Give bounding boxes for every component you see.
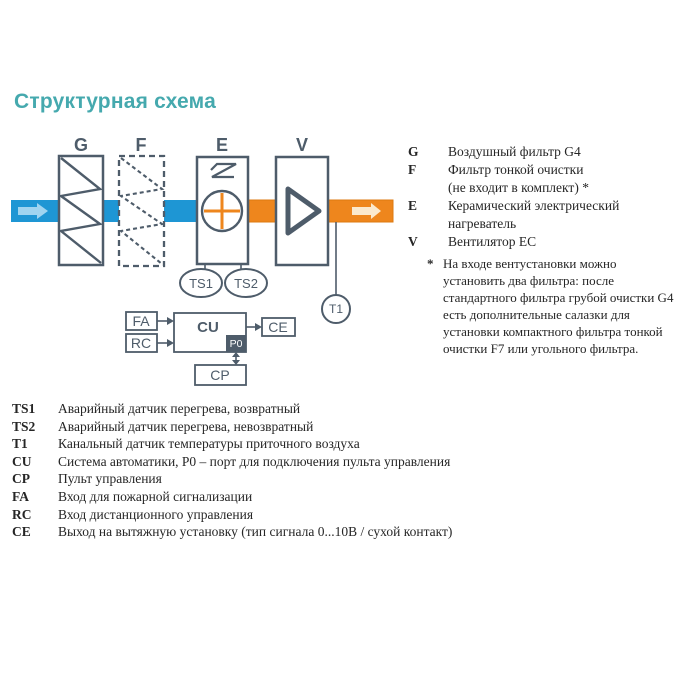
- page-title: Структурная схема: [14, 90, 216, 113]
- block-letter-e: E: [216, 135, 228, 155]
- p0-port-box: [226, 335, 246, 352]
- legend-desc: Система автоматики, P0 – порт для подклю…: [58, 453, 451, 469]
- rc-arrowhead-icon: [167, 339, 174, 347]
- footnote-text: На входе вентустановки можно установить …: [443, 256, 674, 356]
- legend-key: F: [408, 162, 417, 177]
- legend-text: Керамический электрический нагреватель: [448, 198, 620, 231]
- sensor-ts1-label: TS1: [189, 276, 213, 291]
- legend-row: T1 Канальный датчик температуры приточно…: [12, 435, 452, 453]
- sensor-ts2: [224, 268, 268, 298]
- sensor-t1-label: T1: [329, 302, 343, 316]
- sensor-ts1: [179, 268, 223, 298]
- legend-text: Вентилятор EC: [448, 234, 537, 249]
- cu-label: CU: [197, 319, 219, 336]
- legend-desc: Аварийный датчик перегрева, возвратный: [58, 401, 301, 416]
- sensor-t1: [321, 294, 351, 324]
- sensor-ts2-label: TS2: [234, 276, 258, 291]
- filter-f-block: [117, 154, 166, 268]
- abbreviation-legend: TS1 Аварийный датчик перегрева, возвратн…: [12, 400, 452, 541]
- legend-row: CE Выход на вытяжную установку (тип сигн…: [12, 523, 452, 541]
- block-letter-g: G: [74, 135, 88, 155]
- legend-desc: Вход дистанционного управления: [58, 506, 254, 522]
- legend-desc: Пульт управления: [58, 471, 162, 487]
- legend-key: E: [408, 198, 418, 213]
- cp-box: [194, 364, 247, 386]
- filter-g-zigzag-icon: [57, 157, 104, 264]
- legend-key: TS1: [12, 401, 36, 416]
- filter-f-zigzag-icon: [118, 157, 165, 265]
- legend-key: V: [408, 234, 418, 249]
- footnote: * На входе вентустановки можно установит…: [427, 255, 673, 357]
- legend-row: FA Вход для пожарной сигнализации: [12, 488, 452, 506]
- electric-heater-icon: [210, 162, 237, 179]
- legend-item-f: F Фильтр тонкой очистки (не входит в ком…: [408, 161, 619, 197]
- legend-row: RC Вход дистанционного управления: [12, 506, 452, 524]
- legend-text: Фильтр тонкой очистки (не входит в компл…: [448, 162, 589, 195]
- legend-key: G: [408, 144, 419, 159]
- structural-diagram: G F E V TS1 TS2 T1: [11, 135, 394, 386]
- legend-desc: Аварийный датчик перегрева, невозвратный: [58, 418, 314, 434]
- legend-desc: Выход на вытяжную установку (тип сигнала…: [58, 524, 453, 540]
- fa-arrowhead-icon: [167, 317, 174, 325]
- legend-row: TS1 Аварийный датчик перегрева, возвратн…: [12, 400, 452, 418]
- block-letter-v: V: [296, 135, 308, 155]
- footnote-marker: *: [427, 256, 434, 271]
- legend-key: TS2: [12, 418, 36, 434]
- legend-key: FA: [12, 488, 29, 504]
- legend-key: CE: [12, 524, 31, 540]
- fa-label: FA: [132, 313, 150, 329]
- block-letter-f: F: [136, 135, 147, 155]
- legend-item-g: G Воздушный фильтр G4: [408, 143, 619, 161]
- legend-item-v: V Вентилятор EC: [408, 233, 619, 251]
- cp-label: CP: [210, 367, 229, 383]
- legend-row: CU Система автоматики, P0 – порт для под…: [12, 453, 452, 471]
- rc-label: RC: [131, 335, 151, 351]
- component-legend: G Воздушный фильтр G4 F Фильтр тонкой оч…: [408, 143, 619, 251]
- ce-label: CE: [268, 319, 287, 335]
- legend-desc: Канальный датчик температуры приточного …: [58, 436, 360, 452]
- p0-arrowhead-down-icon: [232, 360, 240, 365]
- p0-arrowhead-up-icon: [232, 352, 240, 357]
- airflow-out-arrow-icon: [352, 203, 381, 219]
- p0-label: P0: [230, 338, 243, 350]
- legend-row: CP Пульт управления: [12, 470, 452, 488]
- legend-key: T1: [12, 436, 28, 452]
- legend-key: RC: [12, 506, 32, 522]
- legend-item-e: E Керамический электрический нагреватель: [408, 197, 619, 233]
- legend-key: CP: [12, 471, 30, 487]
- legend-text: Воздушный фильтр G4: [448, 144, 581, 159]
- legend-desc: Вход для пожарной сигнализации: [58, 488, 253, 504]
- fan-triangle-icon: [285, 186, 322, 236]
- airflow-in-arrow-icon: [18, 203, 48, 219]
- legend-row: TS2 Аварийный датчик перегрева, невозвра…: [12, 418, 452, 436]
- ce-arrowhead-icon: [255, 323, 262, 331]
- legend-key: CU: [12, 453, 32, 469]
